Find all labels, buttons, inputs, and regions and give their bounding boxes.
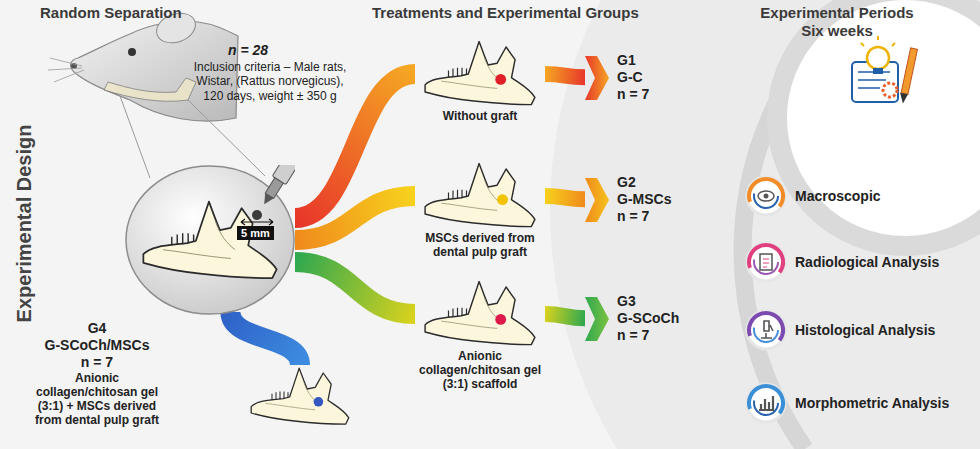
ribbon-connector — [295, 262, 415, 314]
group-id: n = 7 — [33, 354, 161, 371]
drawing-part — [758, 191, 774, 201]
surgery-oval: 5 mm — [125, 165, 295, 315]
drawing-part — [745, 175, 787, 217]
group-id: G-C — [617, 69, 695, 86]
defect-dot — [314, 397, 324, 407]
oval-outline — [126, 166, 294, 314]
group-id: G1 — [617, 52, 695, 69]
analysis-label: Histological Analysis — [795, 322, 935, 338]
analysis-step: Histological Analysis — [745, 309, 970, 351]
drawing-part — [759, 396, 774, 410]
group-text-block: G3G-SCoChn = 7 — [617, 293, 695, 343]
mandible-caption: Anionic collagen/chitosan gel (3:1) scaf… — [415, 350, 545, 391]
mandible-outline — [143, 202, 276, 278]
mandible-drawing — [415, 38, 545, 110]
chevron-arrow — [585, 56, 609, 100]
drawing-part — [764, 194, 769, 199]
group-id: G-MSCs — [617, 191, 695, 208]
mandible-figure: MSCs derived from dental pulp graft — [415, 160, 545, 260]
analysis-label: Radiological Analysis — [795, 254, 939, 270]
group-id: n = 7 — [617, 86, 695, 103]
group-text-block: G4G-SCoCh/MSCsn = 7Anionic collagen/chit… — [33, 320, 161, 428]
group-id: G-SCoCh/MSCs — [33, 337, 161, 354]
analysis-label: Macroscopic — [795, 188, 881, 204]
analysis-label: Morphometric Analysis — [795, 395, 949, 411]
vertical-title: Experimental Design — [13, 124, 36, 324]
group-label: G1G-Cn = 7 — [585, 52, 695, 102]
analysis-icon — [745, 175, 787, 217]
defect-dot — [495, 314, 506, 325]
ribbon-connector — [545, 74, 585, 77]
drawing-part — [761, 321, 773, 338]
dimension-arrow — [241, 219, 273, 225]
group-label: G3G-SCoChn = 7 — [585, 293, 695, 343]
mandible-caption: MSCs derived from dental pulp graft — [415, 232, 545, 260]
mandible-drawing — [415, 278, 545, 350]
defect-dot — [495, 74, 506, 85]
chevron-arrow — [585, 178, 609, 222]
drawing-part — [745, 382, 787, 424]
header-label: Random Separation — [40, 4, 182, 21]
analysis-icon — [745, 241, 787, 283]
mandible-outline — [425, 282, 535, 345]
ribbon-connector — [545, 314, 585, 318]
defect-hole — [252, 210, 262, 220]
header-label: Inclusion criteria – Male rats, Wistar, … — [186, 60, 354, 103]
dimension-label: 5 mm — [237, 226, 274, 240]
group-id: G-SCoCh — [617, 310, 695, 327]
drawing-part — [585, 56, 609, 100]
group-text-block: G2G-MSCsn = 7 — [617, 174, 695, 224]
drawing-part — [754, 318, 778, 342]
drawing-part — [745, 241, 787, 283]
analysis-icon — [745, 309, 787, 351]
ribbon-connector — [295, 196, 415, 240]
mandible-outline — [425, 164, 535, 227]
group-id: n = 7 — [617, 327, 695, 344]
mandible-figure: Anionic collagen/chitosan gel (3:1) scaf… — [415, 278, 545, 391]
group-label: G2G-MSCsn = 7 — [585, 174, 695, 224]
analysis-icon — [745, 382, 787, 424]
chevron-arrow — [585, 297, 609, 341]
drawing-part — [760, 254, 772, 270]
mandible-outline — [425, 42, 535, 105]
analysis-step: Radiological Analysis — [745, 241, 970, 283]
header-label: Treatments and Experimental Groups — [372, 4, 639, 21]
oval-drawing — [125, 165, 295, 315]
drawing-part — [763, 259, 769, 267]
defect-dot — [497, 194, 508, 205]
mandible-figure: G4G-SCoCh/MSCsn = 7Anionic collagen/chit… — [245, 365, 355, 429]
mandible-caption: Without graft — [415, 110, 545, 124]
mandible-drawing — [245, 365, 355, 429]
drawing-part — [754, 184, 778, 208]
ribbon-connector — [545, 196, 585, 199]
group-text-block: G1G-Cn = 7 — [617, 52, 695, 102]
mandible-figure: Without graft — [415, 38, 545, 124]
mandible-outline — [251, 368, 349, 424]
analysis-step: Morphometric Analysis — [745, 382, 970, 424]
group-id: G2 — [617, 174, 695, 191]
group-id: n = 7 — [617, 208, 695, 225]
analysis-step: Macroscopic — [745, 175, 970, 217]
drawing-part — [754, 391, 778, 415]
drawing-part — [260, 193, 274, 207]
drawing-part — [754, 250, 778, 274]
mandible-drawing — [415, 160, 545, 232]
idea-icon — [852, 36, 917, 104]
group-description: Anionic collagen/chitosan gel (3:1) + MS… — [33, 372, 161, 427]
group-id: G3 — [617, 293, 695, 310]
drawing-part — [745, 309, 787, 351]
header-label: n = 28 — [228, 42, 268, 58]
ribbon-connector — [230, 312, 300, 365]
drawing-part — [585, 178, 609, 222]
trephine-drill — [257, 165, 295, 208]
header-label: Experimental Periods Six weeks — [752, 4, 922, 40]
drawing-part — [585, 297, 609, 341]
group-id: G4 — [33, 320, 161, 337]
background-disc — [550, 0, 980, 449]
